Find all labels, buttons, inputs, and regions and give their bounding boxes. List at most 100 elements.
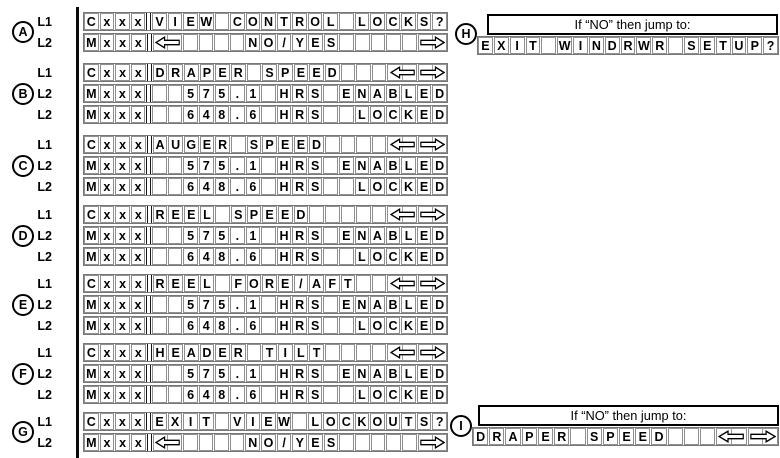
blank-cell [339, 106, 354, 123]
char-cell: E [416, 296, 432, 313]
char-cell: 7 [198, 296, 214, 313]
char-cell: R [292, 317, 307, 334]
char-cell: H [276, 317, 292, 334]
blank-cell [356, 344, 371, 361]
char-cell: E [478, 37, 493, 54]
char-cell: E [183, 13, 198, 30]
prefix-char-cell: x [115, 34, 130, 51]
char-cell: T [340, 275, 356, 292]
char-cell: P [747, 37, 763, 54]
char-cell: R [262, 275, 277, 292]
char-cell: T [309, 344, 324, 361]
char-cell: P [246, 206, 262, 223]
prefix-char-cell: x [99, 386, 115, 403]
double-bar-separator-icon [146, 296, 152, 313]
char-cell: 5 [214, 365, 230, 382]
double-bar-separator-icon [146, 34, 152, 51]
right-arrow-icon [417, 64, 447, 81]
blank-cell [323, 248, 338, 265]
blank-cell [323, 106, 338, 123]
char-cell: I [167, 13, 183, 30]
prefix-char-cell: x [99, 344, 115, 361]
line-label-l2: L2 [37, 86, 52, 101]
prefix-char-cell: x [130, 34, 146, 51]
blank-cell [261, 248, 276, 265]
char-cell: E [416, 365, 432, 382]
blank-cell [246, 344, 262, 361]
blank-cell [167, 386, 183, 403]
right-arrow-icon [417, 136, 447, 153]
char-cell: E [308, 34, 323, 51]
double-bar-separator-icon [146, 106, 152, 123]
blank-cell [152, 296, 167, 313]
blank-cell [198, 34, 214, 51]
prefix-char-cell: x [130, 227, 146, 244]
blank-cell [339, 248, 354, 265]
char-cell: 5 [214, 296, 230, 313]
char-cell: N [588, 37, 604, 54]
prefix-char-cell: x [99, 136, 115, 153]
prefix-char-cell: x [130, 248, 146, 265]
prefix-char-cell: x [130, 157, 146, 174]
char-cell: S [307, 85, 323, 102]
char-cell: R [152, 275, 168, 292]
blank-cell [371, 206, 387, 223]
blank-cell [261, 365, 276, 382]
prefix-char-cell: x [130, 64, 146, 81]
prefix-char-cell: M [84, 34, 99, 51]
char-cell: R [292, 227, 307, 244]
double-bar-separator-icon [146, 344, 152, 361]
char-cell: W [636, 37, 652, 54]
char-cell: E [416, 106, 432, 123]
char-cell: S [307, 317, 323, 334]
blank-cell [339, 317, 354, 334]
prefix-char-cell: x [99, 206, 115, 223]
left-arrow-icon [152, 434, 182, 451]
char-cell: E [183, 275, 199, 292]
char-cell: H [276, 85, 292, 102]
line-label-l2: L2 [37, 318, 52, 333]
block-divider-bar [76, 407, 79, 458]
prefix-char-cell: x [115, 365, 130, 382]
prefix-char-cell: C [84, 344, 99, 361]
left-arrow-icon [387, 275, 417, 292]
char-cell: K [401, 317, 416, 334]
char-cell: A [183, 344, 199, 361]
double-bar-separator-icon [146, 434, 152, 451]
char-cell: C [385, 178, 401, 195]
blank-cell [214, 413, 230, 430]
line-label-l2: L2 [37, 107, 52, 122]
char-cell: A [505, 428, 521, 445]
block-divider-bar [76, 269, 79, 341]
blank-cell [339, 178, 354, 195]
blank-cell [371, 275, 387, 292]
line-label-l2: L2 [37, 158, 52, 173]
char-cell: E [183, 206, 199, 223]
left-arrow-icon [387, 206, 417, 223]
char-cell: T [401, 413, 416, 430]
char-cell: 4 [198, 106, 214, 123]
prefix-char-cell: C [84, 275, 99, 292]
char-cell: R [292, 386, 307, 403]
right-arrow-icon [747, 428, 779, 445]
char-cell: 8 [214, 386, 230, 403]
blank-cell [340, 136, 356, 153]
blank-cell [182, 434, 198, 451]
char-cell: E [215, 344, 230, 361]
char-cell: 1 [245, 157, 261, 174]
char-cell: E [261, 413, 276, 430]
char-cell: L [401, 296, 416, 313]
char-cell: R [230, 344, 246, 361]
char-cell: . [230, 106, 245, 123]
prefix-char-cell: M [84, 227, 99, 244]
double-bar-separator-icon [146, 386, 152, 403]
char-cell: W [198, 13, 214, 30]
